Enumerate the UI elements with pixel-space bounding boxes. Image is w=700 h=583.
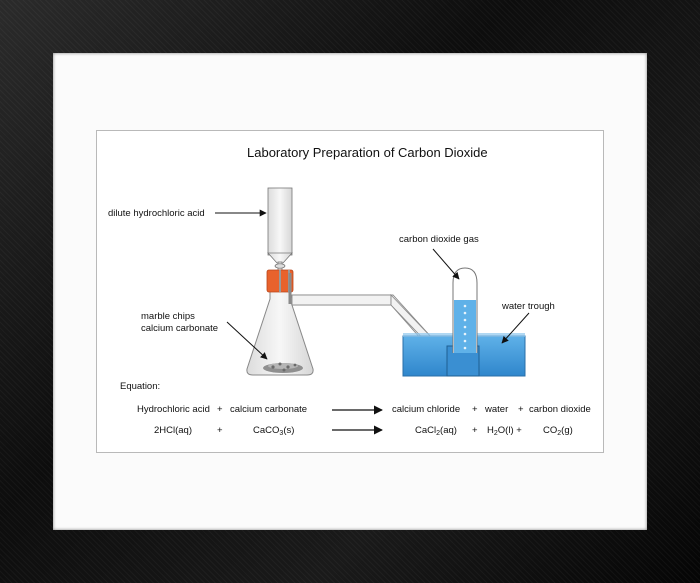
delivery-tube-horizontal bbox=[291, 294, 392, 306]
symbol-reactant-caco3: CaCO3(s) bbox=[253, 425, 295, 437]
label-marble-chips: marble chips bbox=[141, 311, 195, 322]
word-plus-1: + bbox=[217, 404, 223, 415]
word-reactant-hcl: Hydrochloric acid bbox=[137, 404, 210, 415]
gas-collection-tube bbox=[452, 267, 478, 353]
gas-bubbles bbox=[463, 304, 467, 350]
word-plus-3: + bbox=[518, 404, 524, 415]
funnel-cone bbox=[267, 252, 293, 264]
funnel-reservoir bbox=[267, 187, 293, 256]
word-product-water: water bbox=[485, 404, 509, 415]
funnel-tap bbox=[274, 263, 286, 269]
word-product-cacl2: calcium chloride bbox=[392, 404, 461, 415]
symbol-reactant-hcl: 2HCl(aq) bbox=[154, 425, 193, 436]
symbol-product-co2: CO2(g) bbox=[543, 425, 573, 437]
word-reactant-caco3: calcium carbonate bbox=[230, 404, 308, 415]
flask-body bbox=[246, 282, 314, 376]
symbol-product-water: H2O(l) + bbox=[487, 425, 522, 437]
arrow-marble-chips bbox=[226, 321, 268, 360]
conical-flask bbox=[246, 269, 314, 376]
word-product-co2: carbon dioxide bbox=[529, 404, 591, 415]
word-plus-2: + bbox=[472, 404, 478, 415]
equation-heading: Equation: bbox=[120, 381, 161, 392]
arrow-water-trough bbox=[501, 312, 530, 344]
diagram-poster: Laboratory Preparation of Carbon Dioxide… bbox=[96, 130, 604, 453]
apparatus-drawing bbox=[215, 187, 530, 435]
symbol-plus-1: + bbox=[217, 425, 223, 436]
arrow-co2-gas bbox=[432, 248, 460, 280]
marble-chips-top bbox=[268, 363, 298, 369]
label-co2-gas: carbon dioxide gas bbox=[399, 234, 479, 245]
label-dilute-acid: dilute hydrochloric acid bbox=[108, 208, 205, 219]
label-calcium-carbonate: calcium carbonate bbox=[141, 323, 219, 334]
diagram-title: Laboratory Preparation of Carbon Dioxide bbox=[247, 145, 488, 160]
symbol-product-cacl2: CaCl2(aq) bbox=[415, 425, 457, 437]
label-water-trough: water trough bbox=[502, 301, 555, 312]
symbol-plus-2: + bbox=[472, 425, 478, 436]
